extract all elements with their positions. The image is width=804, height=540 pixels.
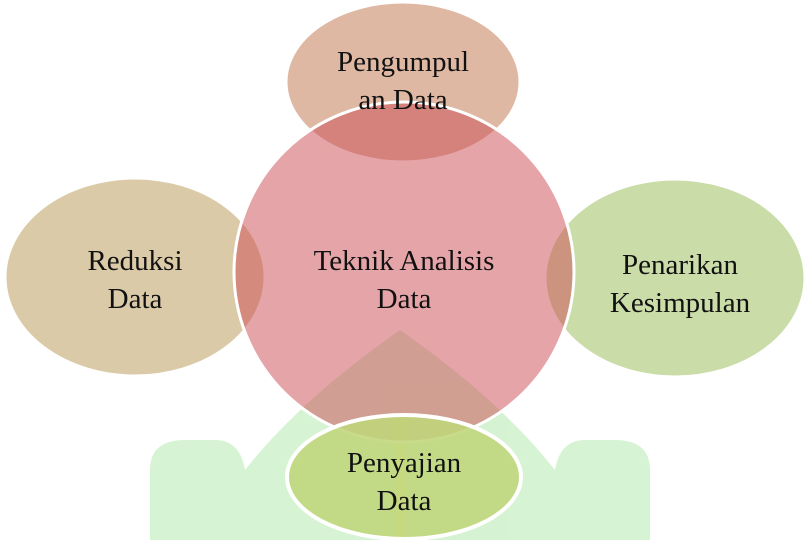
node-top-label: Pengumpul an Data [303,42,503,120]
node-top-line2: an Data [358,84,448,116]
node-bottom-line1: Penyajian [346,447,462,479]
node-center-line1: Teknik Analisis [313,245,495,277]
node-bottom-line2: Data [376,485,432,517]
node-top-line1: Pengumpul [336,46,470,78]
node-right-line1: Penarikan [622,249,738,281]
node-center-label: Teknik Analisis Data [274,241,534,319]
node-bottom-circle [285,413,523,540]
node-bottom-label: Penyajian Data [314,443,494,521]
node-left-label: Reduksi Data [60,241,210,319]
node-left-line2: Data [107,283,163,315]
node-center-line2: Data [376,283,432,315]
node-right-line2: Kesimpulan [609,287,751,319]
node-right-label: Penarikan Kesimpulan [580,245,780,323]
node-left-line1: Reduksi [87,245,183,277]
